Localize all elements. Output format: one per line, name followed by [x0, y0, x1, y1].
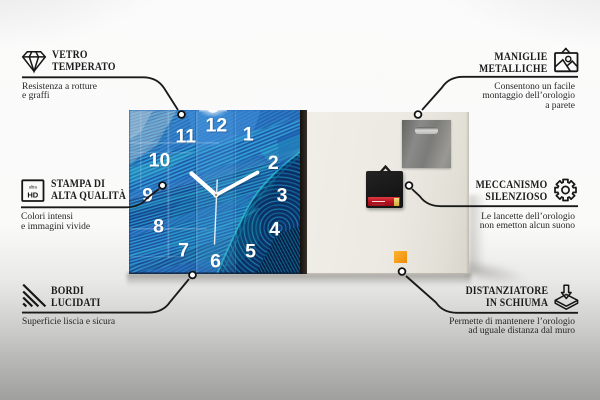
- svg-text:4: 4: [270, 219, 281, 241]
- svg-text:2: 2: [269, 153, 280, 175]
- svg-text:3: 3: [278, 186, 289, 208]
- svg-text:8: 8: [153, 215, 164, 237]
- svg-text:7: 7: [179, 240, 190, 262]
- svg-text:4: 4: [269, 218, 280, 240]
- svg-text:1: 1: [243, 123, 254, 145]
- svg-text:11: 11: [175, 126, 196, 148]
- svg-text:3: 3: [277, 185, 288, 207]
- svg-text:12: 12: [206, 115, 228, 137]
- svg-text:10: 10: [149, 150, 171, 172]
- svg-text:ultra: ultra: [29, 185, 38, 190]
- svg-text:2: 2: [268, 152, 279, 174]
- svg-text:11: 11: [176, 127, 197, 149]
- svg-text:12: 12: [207, 116, 229, 138]
- svg-text:7: 7: [178, 239, 189, 261]
- svg-text:6: 6: [210, 250, 221, 272]
- svg-text:9: 9: [142, 185, 153, 207]
- svg-text:5: 5: [245, 240, 256, 262]
- svg-text:HD: HD: [27, 190, 38, 199]
- svg-text:6: 6: [211, 251, 222, 273]
- svg-text:10: 10: [150, 151, 172, 173]
- svg-text:5: 5: [246, 241, 257, 263]
- svg-text:1: 1: [244, 124, 255, 146]
- svg-text:8: 8: [154, 216, 165, 238]
